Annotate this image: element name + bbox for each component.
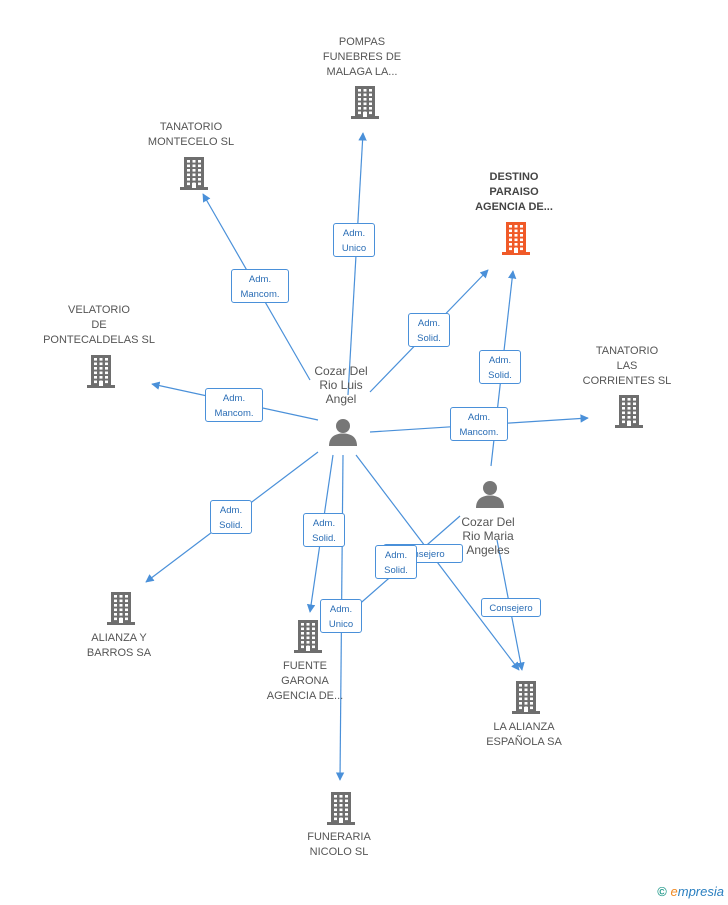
edge-label-cozar_maria-to-destino[interactable]: Adm. Solid.	[479, 350, 521, 384]
edge-line-cozar_luis-to-pompas	[347, 132, 367, 396]
brand-rest: mpresia	[677, 884, 724, 899]
edge-label-cozar_maria-to-la_alianza[interactable]: Consejero	[481, 597, 541, 617]
brand-e: e	[670, 884, 678, 899]
node-label-cozar-maria[interactable]: Cozar Del Rio Maria Angeles	[461, 515, 515, 557]
node-label-pompas[interactable]: POMPAS FUNEBRES DE MALAGA LA...	[322, 36, 402, 78]
node-label-tanatorio-corrientes[interactable]: TANATORIO LAS CORRIENTES SL	[582, 345, 672, 387]
person-icon[interactable]	[328, 418, 358, 446]
building-icon[interactable]	[501, 221, 531, 255]
node-label-funeraria[interactable]: FUNERARIA NICOLO SL	[307, 831, 371, 858]
node-label-destino[interactable]: DESTINO PARAISO AGENCIA DE...	[475, 171, 553, 213]
building-icon[interactable]	[293, 619, 323, 653]
edge-label-cozar_luis-to-tanatorio_corrientes[interactable]: Adm. Mancom.	[450, 407, 508, 441]
person-icon[interactable]	[475, 480, 505, 508]
edge-label-cozar_luis-to-velatorio[interactable]: Adm. Mancom.	[205, 388, 263, 422]
node-label-la-alianza[interactable]: LA ALIANZA ESPAÑOLA SA	[486, 721, 562, 748]
empresia-watermark: © empresia	[657, 884, 724, 899]
building-icon[interactable]	[179, 156, 209, 190]
node-label-cozar-luis[interactable]: Cozar Del Rio Luis Angel	[314, 364, 368, 406]
node-label-alianza-barros[interactable]: ALIANZA Y BARROS SA	[86, 632, 152, 659]
edge-line-cozar_luis-to-la_alianza	[355, 454, 520, 671]
edge-label-cozar_luis-to-fuente_garona[interactable]: Adm. Solid.	[303, 513, 345, 547]
edge-label-cozar_luis-to-alianza_barros[interactable]: Adm. Solid.	[210, 500, 252, 534]
building-icon[interactable]	[106, 591, 136, 625]
building-icon[interactable]	[350, 85, 380, 119]
building-icon[interactable]	[614, 394, 644, 428]
building-icon[interactable]	[86, 354, 116, 388]
node-label-velatorio[interactable]: VELATORIO DE PONTECALDELAS SL	[43, 304, 155, 346]
edge-label-cozar_luis-to-tanatorio_montecelo[interactable]: Adm. Mancom.	[231, 269, 289, 303]
building-icon[interactable]	[511, 680, 541, 714]
node-label-fuente-garona[interactable]: FUENTE GARONA AGENCIA DE...	[266, 660, 344, 702]
edge-label-cozar_luis-to-pompas[interactable]: Adm. Unico	[333, 223, 375, 257]
edge-label-cozar_luis-to-funeraria[interactable]: Adm. Unico	[320, 599, 362, 633]
building-icon[interactable]	[326, 791, 356, 825]
edge-label-cozar_luis-to-destino[interactable]: Adm. Solid.	[408, 313, 450, 347]
copyright-symbol: ©	[657, 884, 667, 899]
edge-label-cozar_luis-to-la_alianza[interactable]: Adm. Solid.	[375, 545, 417, 579]
node-label-tanatorio-montecelo[interactable]: TANATORIO MONTECELO SL	[147, 121, 235, 148]
